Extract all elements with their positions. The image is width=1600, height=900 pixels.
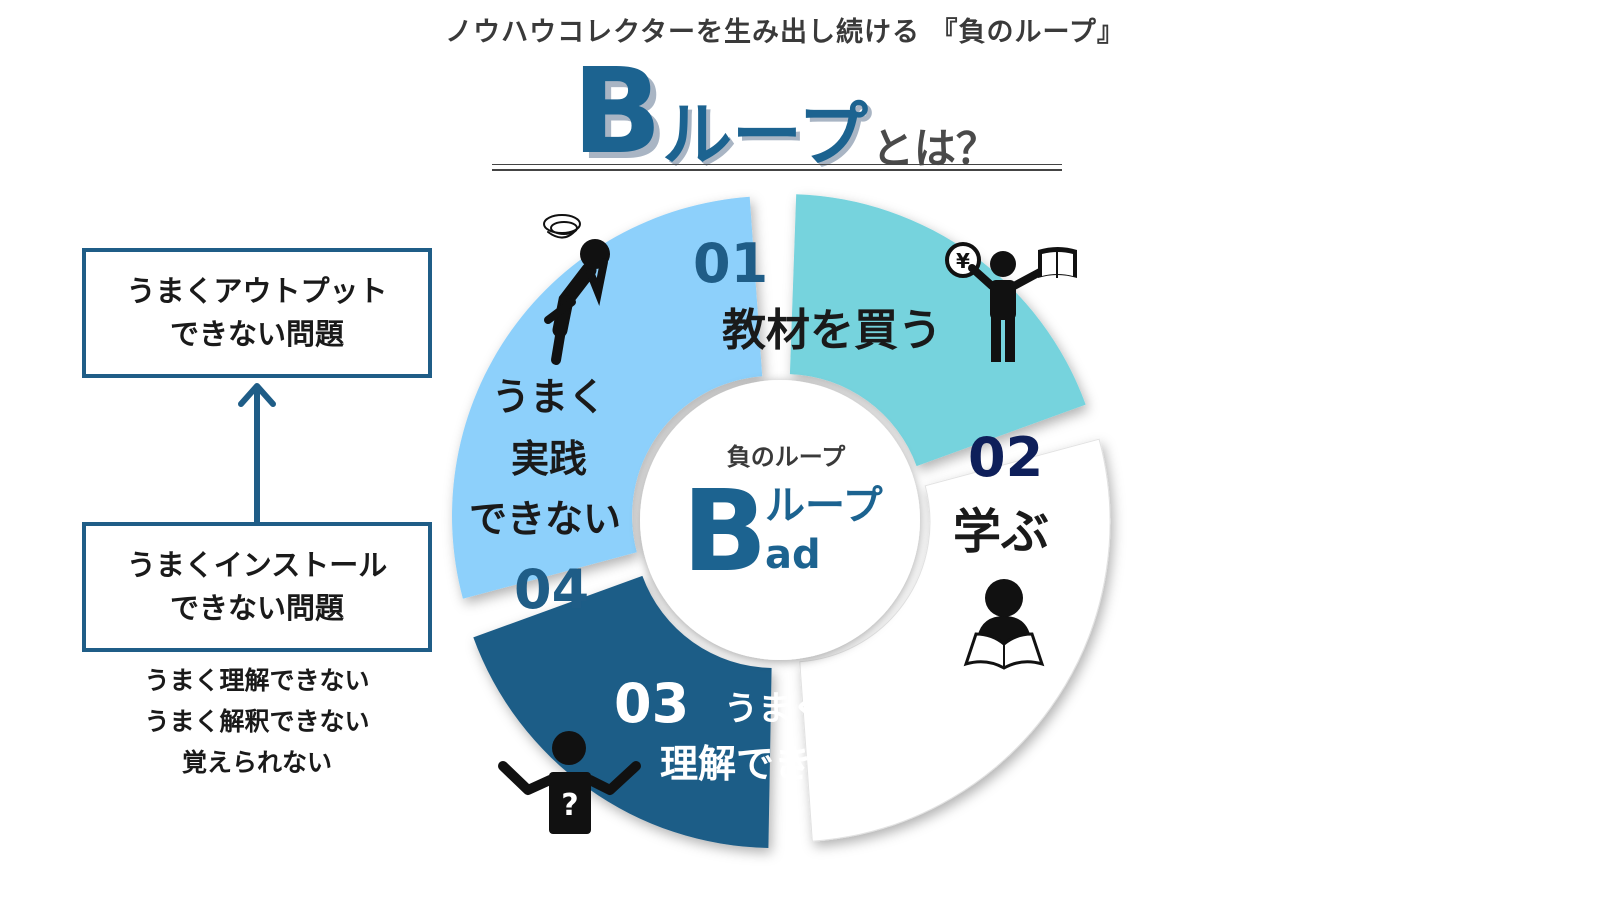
title-underline-thick <box>492 169 1062 171</box>
segment-04 <box>452 196 763 599</box>
page-subtitle: ノウハウコレクターを生み出し続ける 『負のループ』 <box>445 17 1125 48</box>
title-suffix: とは？ <box>871 124 998 173</box>
output-problem-box: うまくアウトプット できない問題 <box>82 248 432 378</box>
person-reading-book-icon <box>963 579 1045 670</box>
title-loop-text: ループ <box>662 94 868 176</box>
title-letter: B <box>572 42 663 180</box>
segment-03-text-line-2: 理解できない <box>660 742 888 786</box>
person-confused-question-icon: ? <box>498 731 641 834</box>
center-suffix: ad <box>765 532 821 578</box>
segment-02-text: 学ぶ <box>953 504 1049 560</box>
segment-02-number: 02 <box>968 426 1043 489</box>
segment-02 <box>799 438 1111 842</box>
install-problem-line-1: うまくインストール <box>126 547 388 582</box>
segment-01-number: 01 <box>693 232 768 295</box>
segment-04-text-line-1: うまく <box>492 375 606 419</box>
segment-01 <box>789 194 1086 467</box>
output-problem-line-2: できない問題 <box>169 317 344 351</box>
install-problem-box: うまくインストール できない問題 <box>82 522 432 652</box>
output-problem-line-1: うまくアウトプット <box>126 273 388 308</box>
segment-04-text-line-3: できない <box>469 497 621 541</box>
page-title: Bループとは？ <box>0 52 1570 170</box>
bad-loop-diagram: 負のループ B ループ ad 01 教材を買う 02 学ぶ 03 うまく 理解で… <box>452 194 1111 848</box>
install-problem-line-2: できない問題 <box>169 591 344 625</box>
up-arrow-icon <box>238 383 276 522</box>
center-loop-text: ループ <box>765 483 883 529</box>
person-dizzy-icon <box>543 214 610 365</box>
center-circle <box>640 380 920 660</box>
center-label: 負のループ <box>727 443 847 471</box>
note-item: 覚えられない <box>181 748 332 777</box>
question-mark-icon: ? <box>561 788 578 823</box>
segment-03-text-line-1: うまく <box>724 689 826 729</box>
segment-03 <box>473 575 772 848</box>
segment-04-text-line-2: 実践 <box>511 437 587 481</box>
title-underline <box>492 164 1062 165</box>
segment-01-text: 教材を買う <box>722 305 942 356</box>
segment-03-number: 03 <box>614 672 689 735</box>
note-item: うまく解釈できない <box>144 707 370 736</box>
center-letter: B <box>682 467 767 597</box>
install-problem-notes: うまく理解できない うまく解釈できない 覚えられない <box>82 660 432 783</box>
segment-04-number: 04 <box>514 558 589 621</box>
person-with-yen-and-book-icon: ¥ <box>945 242 1077 362</box>
yen-coin-icon: ¥ <box>956 249 970 273</box>
note-item: うまく理解できない <box>144 666 370 695</box>
